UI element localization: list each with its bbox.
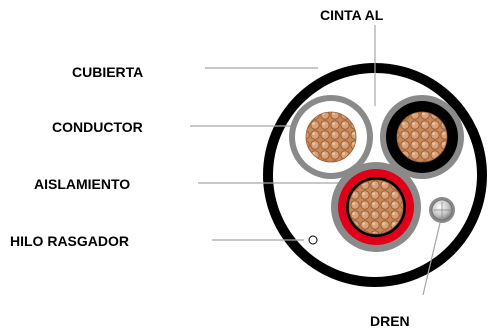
label-dren: DREN [370,313,410,329]
core-black [380,95,464,179]
label-hilo-rasgador: HILO RASGADOR [10,233,129,249]
label-cubierta: CUBIERTA [72,64,144,80]
core-red [331,162,421,252]
copper-conductor-3 [348,179,404,235]
core-white [289,95,373,179]
label-conductor: CONDUCTOR [52,119,143,135]
rip-cord [308,235,318,245]
copper-conductor-2 [396,111,448,163]
drain-wire [429,197,455,223]
label-aislamiento: AISLAMIENTO [34,176,131,192]
label-cinta-al: CINTA AL [320,7,384,23]
leader-line-dren [422,222,441,296]
copper-conductor-1 [305,111,357,163]
